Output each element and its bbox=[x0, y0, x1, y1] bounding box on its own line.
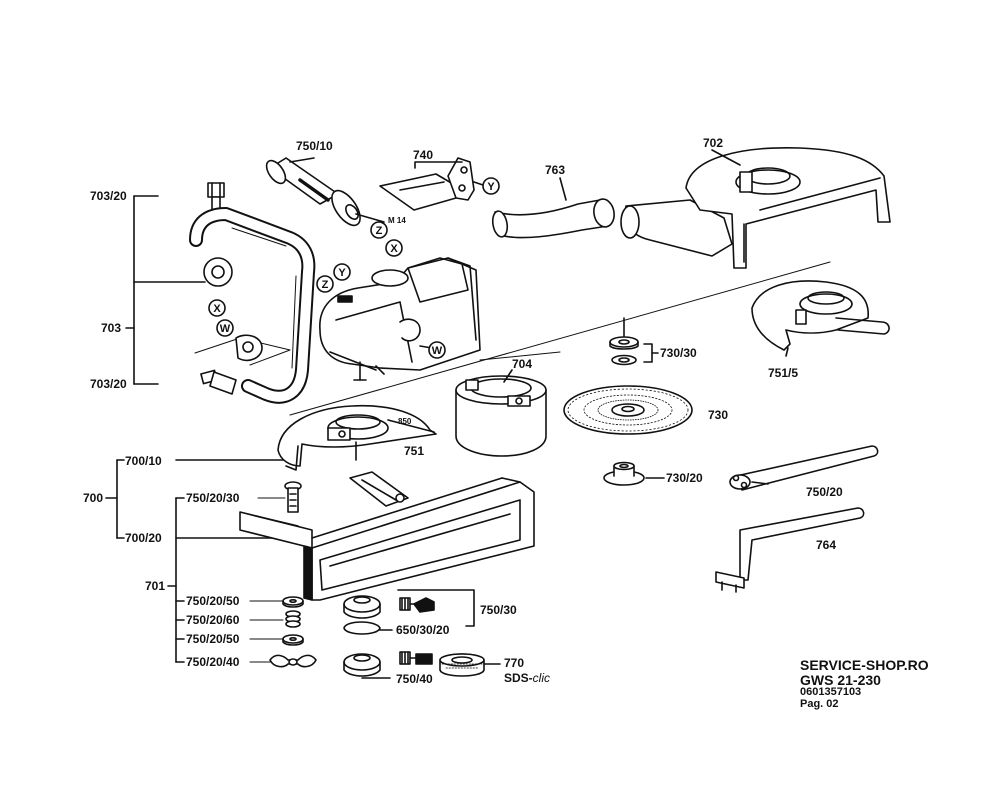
callout-750-30: 750/30 bbox=[480, 603, 517, 617]
page-number: Pag. 02 bbox=[800, 697, 839, 710]
callout-labels: 750/10 740 763 702 M 14 703/20 703 703/2… bbox=[83, 136, 843, 686]
assembly-guide-lines bbox=[194, 261, 831, 416]
callout-701: 701 bbox=[145, 579, 165, 593]
title-block: SERVICE-SHOP.RO GWS 21-230 0601357103 Pa… bbox=[800, 658, 929, 710]
pin-spanner-764 bbox=[715, 507, 865, 593]
callout-730-30: 730/30 bbox=[660, 346, 697, 360]
callout-703-20-top: 703/20 bbox=[90, 189, 127, 203]
callout-704: 704 bbox=[512, 357, 532, 371]
callout-750-20-50-a: 750/20/50 bbox=[186, 594, 240, 608]
hoop-handle-703 bbox=[189, 182, 316, 404]
svg-text:X: X bbox=[213, 303, 221, 315]
callout-740: 740 bbox=[413, 148, 433, 162]
svg-text:Y: Y bbox=[487, 181, 495, 193]
guard-751: 850 bbox=[277, 404, 437, 471]
bracket-plate-740 bbox=[379, 157, 484, 211]
svg-text:Z: Z bbox=[376, 225, 383, 237]
callout-750-40: 750/40 bbox=[396, 672, 433, 686]
washer-750-20-50-b bbox=[282, 634, 304, 646]
callout-750-20-50-b: 750/20/50 bbox=[186, 632, 240, 646]
bracket-701 bbox=[167, 497, 185, 663]
protection-ring-704 bbox=[455, 369, 547, 457]
bracket-703 bbox=[125, 195, 206, 385]
svg-text:W: W bbox=[432, 345, 443, 357]
washers-730-30 bbox=[609, 317, 659, 366]
callout-750-20-40: 750/20/40 bbox=[186, 655, 240, 669]
spanner-750-20 bbox=[729, 445, 879, 491]
flange-nut-750-40 bbox=[343, 653, 391, 679]
icon-sds-flange-lower bbox=[399, 651, 433, 665]
backing-flange-730-20 bbox=[603, 461, 665, 486]
flange-750-30 bbox=[343, 589, 475, 627]
callout-751: 751 bbox=[404, 444, 424, 458]
shop-name: SERVICE-SHOP.RO bbox=[800, 657, 929, 673]
part-number: 0601357103 bbox=[800, 686, 862, 699]
callout-750-20-right: 750/20 bbox=[806, 485, 843, 499]
callout-751-5: 751/5 bbox=[768, 366, 798, 380]
sds-clic-nut-770 bbox=[439, 653, 501, 677]
letter-circle-y-head: Y bbox=[333, 263, 351, 281]
callout-750-20-30: 750/20/30 bbox=[186, 491, 240, 505]
callout-700-20: 700/20 bbox=[125, 531, 162, 545]
label-sds-clic: SDS-clic bbox=[504, 671, 550, 685]
cutting-carriage-700 bbox=[239, 471, 535, 601]
label-m14: M 14 bbox=[388, 216, 406, 225]
svg-text:Z: Z bbox=[322, 279, 329, 291]
washer-750-20-50-a bbox=[282, 596, 304, 608]
guard-751-5 bbox=[751, 280, 890, 357]
callout-730: 730 bbox=[708, 408, 728, 422]
callout-750-20-60: 750/20/60 bbox=[186, 613, 240, 627]
extraction-hood-702 bbox=[620, 146, 891, 269]
callout-730-20: 730/20 bbox=[666, 471, 703, 485]
svg-text:850: 850 bbox=[398, 417, 412, 426]
letter-circle-w-handle: W bbox=[216, 319, 234, 337]
side-handle-750-10 bbox=[265, 157, 385, 227]
svg-text:Y: Y bbox=[338, 267, 346, 279]
callout-700-10: 700/10 bbox=[125, 454, 162, 468]
callout-770: 770 bbox=[504, 656, 524, 670]
ring-650-30-20 bbox=[343, 621, 393, 635]
letter-circle-z-handle: Z bbox=[370, 221, 388, 239]
letter-circle-x-handle: X bbox=[208, 299, 226, 317]
model-name: GWS 21-230 bbox=[800, 671, 881, 688]
wing-nut-750-20-40 bbox=[269, 654, 317, 668]
suction-hose-763 bbox=[491, 177, 615, 239]
callout-650-30-20: 650/30/20 bbox=[396, 623, 450, 637]
icon-sds-flange-upper bbox=[399, 597, 435, 613]
callout-703: 703 bbox=[101, 321, 121, 335]
leaders-left bbox=[249, 497, 286, 663]
svg-text:X: X bbox=[390, 243, 398, 255]
letter-circle-z-head: Z bbox=[316, 275, 334, 293]
letter-circle-w-head: W bbox=[428, 341, 446, 359]
callout-700: 700 bbox=[83, 491, 103, 505]
letter-circle-y-bracket: Y bbox=[482, 177, 500, 195]
letter-circle-x-top: X bbox=[385, 239, 403, 257]
flap-disc-730 bbox=[563, 385, 693, 435]
callout-703-20-bottom: 703/20 bbox=[90, 377, 127, 391]
spring-750-20-60 bbox=[285, 610, 301, 628]
callout-750-10: 750/10 bbox=[296, 139, 333, 153]
callout-702: 702 bbox=[703, 136, 723, 150]
callout-764: 764 bbox=[816, 538, 836, 552]
svg-text:W: W bbox=[220, 323, 231, 335]
callout-763: 763 bbox=[545, 163, 565, 177]
bolt-750-20-30 bbox=[284, 481, 302, 513]
